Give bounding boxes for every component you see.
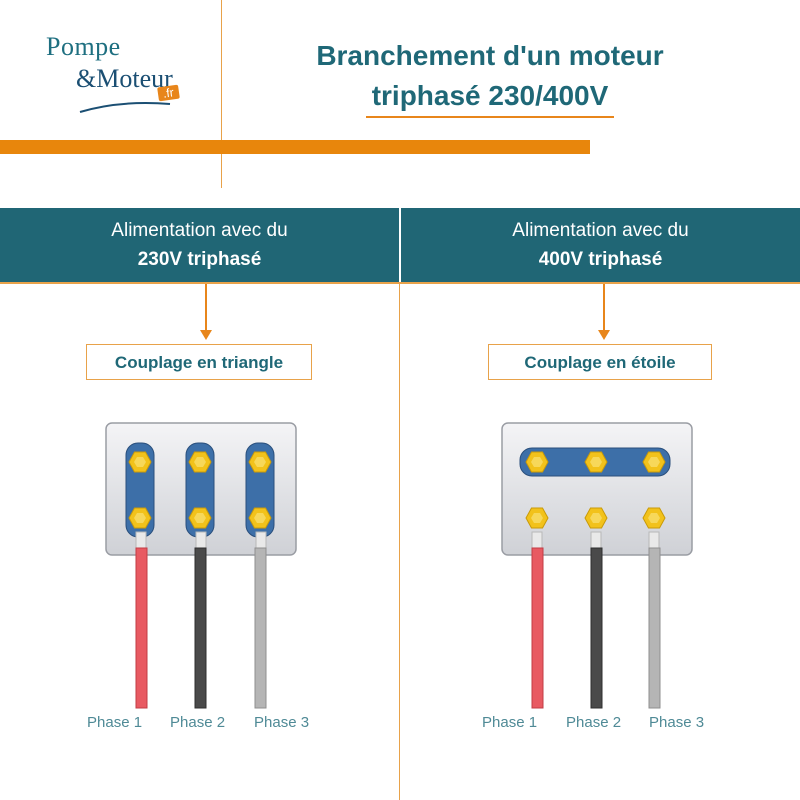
logo: Pompe &Moteur .fr [40,30,210,120]
star-terminal-block [501,422,693,556]
left-header-line1: Alimentation avec du [111,220,288,241]
delta-nut [188,451,212,473]
delta-phase-3-label: Phase 3 [254,714,310,731]
delta-wire-phase-1 [135,547,148,709]
delta-nut [188,507,212,529]
star-phase-1-label: Phase 1 [482,714,538,731]
title-line-2: triphasé 230/400V [365,76,615,118]
delta-nut [248,451,272,473]
star-nut [525,507,549,529]
band-separator [399,208,401,282]
left-section-header: Alimentation avec du 230V triphasé [0,216,399,274]
star-wire-phase-2 [590,547,603,709]
logo-text-pompe: Pompe [46,32,121,61]
delta-phase-1-label: Phase 1 [87,714,143,731]
star-nut [525,451,549,473]
logo-text-moteur: &Moteur [76,64,173,93]
delta-nut [128,507,152,529]
column-divider [399,282,400,800]
star-coupling-label: Couplage en étoile [488,344,712,380]
logo-swoosh [79,102,171,113]
delta-nut [248,507,272,529]
delta-wire-phase-3 [254,547,267,709]
star-nut [584,451,608,473]
delta-phase-2-label: Phase 2 [170,714,226,731]
star-nut [584,507,608,529]
left-down-arrow [200,284,212,340]
band-underline [0,282,800,284]
right-header-line2: 400V triphasé [538,249,663,270]
star-phase-3-label: Phase 3 [649,714,705,731]
star-nut [642,507,666,529]
right-down-arrow [598,284,610,340]
star-wires [531,531,661,709]
title-line-1: Branchement d'un moteur [316,40,664,71]
delta-nut [128,451,152,473]
right-header-line1: Alimentation avec du [512,220,689,241]
page-title: Branchement d'un moteur triphasé 230/400… [240,36,740,118]
star-nut [642,451,666,473]
accent-bar [0,140,590,154]
star-wire-phase-1 [531,547,544,709]
section-header-band: Alimentation avec du 230V triphasé Alime… [0,208,800,282]
delta-coupling-label: Couplage en triangle [86,344,312,380]
delta-wires [135,531,267,709]
left-header-line2: 230V triphasé [137,249,262,270]
delta-wire-phase-2 [194,547,207,709]
star-wire-phase-3 [648,547,661,709]
header-divider [221,0,222,188]
right-section-header: Alimentation avec du 400V triphasé [401,216,800,274]
star-phase-2-label: Phase 2 [566,714,622,731]
